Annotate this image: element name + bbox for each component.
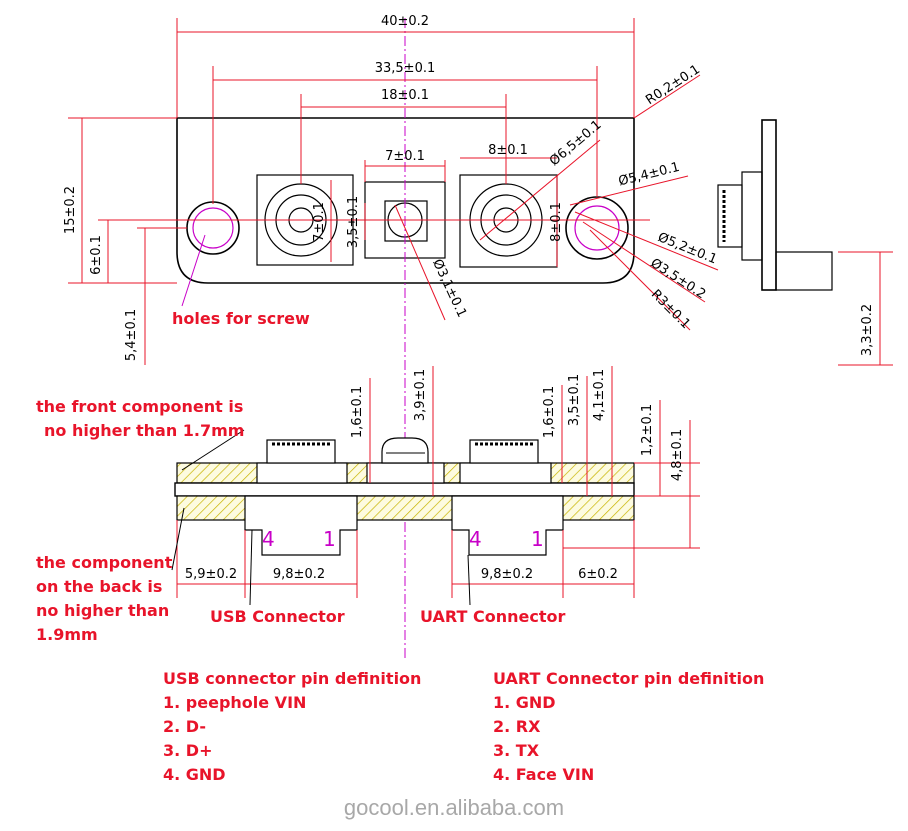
front-led-dome	[381, 437, 429, 464]
uart-pin-1: 1	[531, 527, 544, 551]
side-camera-body	[741, 171, 763, 261]
back-note-line2: on the back is	[36, 577, 162, 596]
dim-6-section: 6±0.2	[578, 567, 618, 582]
usb-connector-body	[244, 495, 358, 556]
uart-connector-body	[451, 495, 564, 556]
dim-9-8-usb: 9,8±0.2	[273, 567, 325, 582]
dim-3-5-section: 3,5±0.1	[567, 374, 582, 426]
dim-5-4: 5,4±0.1	[124, 309, 139, 361]
uart-connector-label: UART Connector	[420, 607, 565, 626]
usb-pin-definitions: USB connector pin definition 1. peephole…	[163, 669, 421, 784]
usb-def-title: USB connector pin definition	[163, 669, 421, 688]
back-note-line3: no higher than	[36, 601, 169, 620]
side-connector	[775, 251, 833, 291]
uart-pin-definitions: UART Connector pin definition 1. GND 2. …	[493, 669, 764, 784]
usb-def-item: 1. peephole VIN	[163, 693, 306, 712]
dim-r0-2: R0,2±0.1	[643, 62, 703, 108]
dim-1-6-right: 1,6±0.1	[542, 386, 557, 438]
front-left-lens	[266, 439, 336, 464]
front-left-camera	[256, 462, 348, 484]
dim-33-5: 33,5±0.1	[375, 61, 436, 76]
dim-3-3: 3,3±0.2	[860, 304, 875, 356]
watermark: gocool.en.alibaba.com	[344, 795, 564, 820]
dim-7: 7±0.1	[385, 149, 425, 164]
usb-pin-4: 4	[262, 527, 275, 551]
usb-def-item: 4. GND	[163, 765, 226, 784]
side-lens	[717, 184, 743, 248]
front-right-camera	[459, 462, 552, 484]
left-screw-hole-inner	[192, 207, 234, 249]
usb-connector-label: USB Connector	[210, 607, 345, 626]
dim-18: 18±0.1	[381, 88, 429, 103]
dim-3-5-vertical: 3,5±0.1	[346, 196, 361, 248]
dim-8: 8±0.1	[488, 143, 528, 158]
dim-9-8-uart: 9,8±0.2	[481, 567, 533, 582]
dim-4-1: 4,1±0.1	[592, 369, 607, 421]
usb-def-item: 2. D-	[163, 717, 206, 736]
dim-4-8: 4,8±0.1	[670, 429, 685, 481]
holes-label: holes for screw	[172, 309, 310, 328]
board-outline	[176, 117, 635, 284]
center-led-inner	[384, 200, 428, 242]
side-view: 3,3±0.2	[717, 119, 893, 366]
pcb-core	[174, 482, 635, 497]
cross-section: 4 1 4 1 1,6±0.1 3,9±0.1 1,6±0.1 3,5±0.1 …	[36, 366, 700, 644]
dim-8-vertical: 8±0.1	[549, 202, 564, 242]
front-note-line1: the front component is	[36, 397, 243, 416]
dim-6: 6±0.1	[89, 235, 104, 275]
dim-7-vertical: 7±0.1	[312, 202, 327, 242]
dim-40: 40±0.2	[381, 14, 429, 29]
uart-pin-4: 4	[469, 527, 482, 551]
uart-def-item: 4. Face VIN	[493, 765, 594, 784]
dim-1-6-left: 1,6±0.1	[350, 386, 365, 438]
side-board	[761, 119, 777, 291]
uart-def-item: 1. GND	[493, 693, 556, 712]
dim-3-9: 3,9±0.1	[413, 369, 428, 421]
front-led-base	[366, 462, 445, 484]
front-right-lens	[469, 439, 539, 464]
usb-def-item: 3. D+	[163, 741, 212, 760]
usb-pin-1: 1	[323, 527, 336, 551]
uart-def-item: 3. TX	[493, 741, 540, 760]
dim-5-9: 5,9±0.2	[185, 567, 237, 582]
back-note-line1: the component	[36, 553, 173, 572]
back-note-line4: 1.9mm	[36, 625, 98, 644]
dim-r3: R3±0.1	[648, 287, 693, 332]
dim-phi-5-4: Ø5,4±0.1	[617, 160, 681, 190]
dim-15: 15±0.2	[63, 186, 78, 234]
dim-1-2: 1,2±0.1	[640, 404, 655, 456]
front-note-line2: no higher than 1.7mm	[44, 421, 244, 440]
uart-def-title: UART Connector pin definition	[493, 669, 764, 688]
uart-def-item: 2. RX	[493, 717, 541, 736]
right-screw-hole-inner	[574, 205, 620, 251]
